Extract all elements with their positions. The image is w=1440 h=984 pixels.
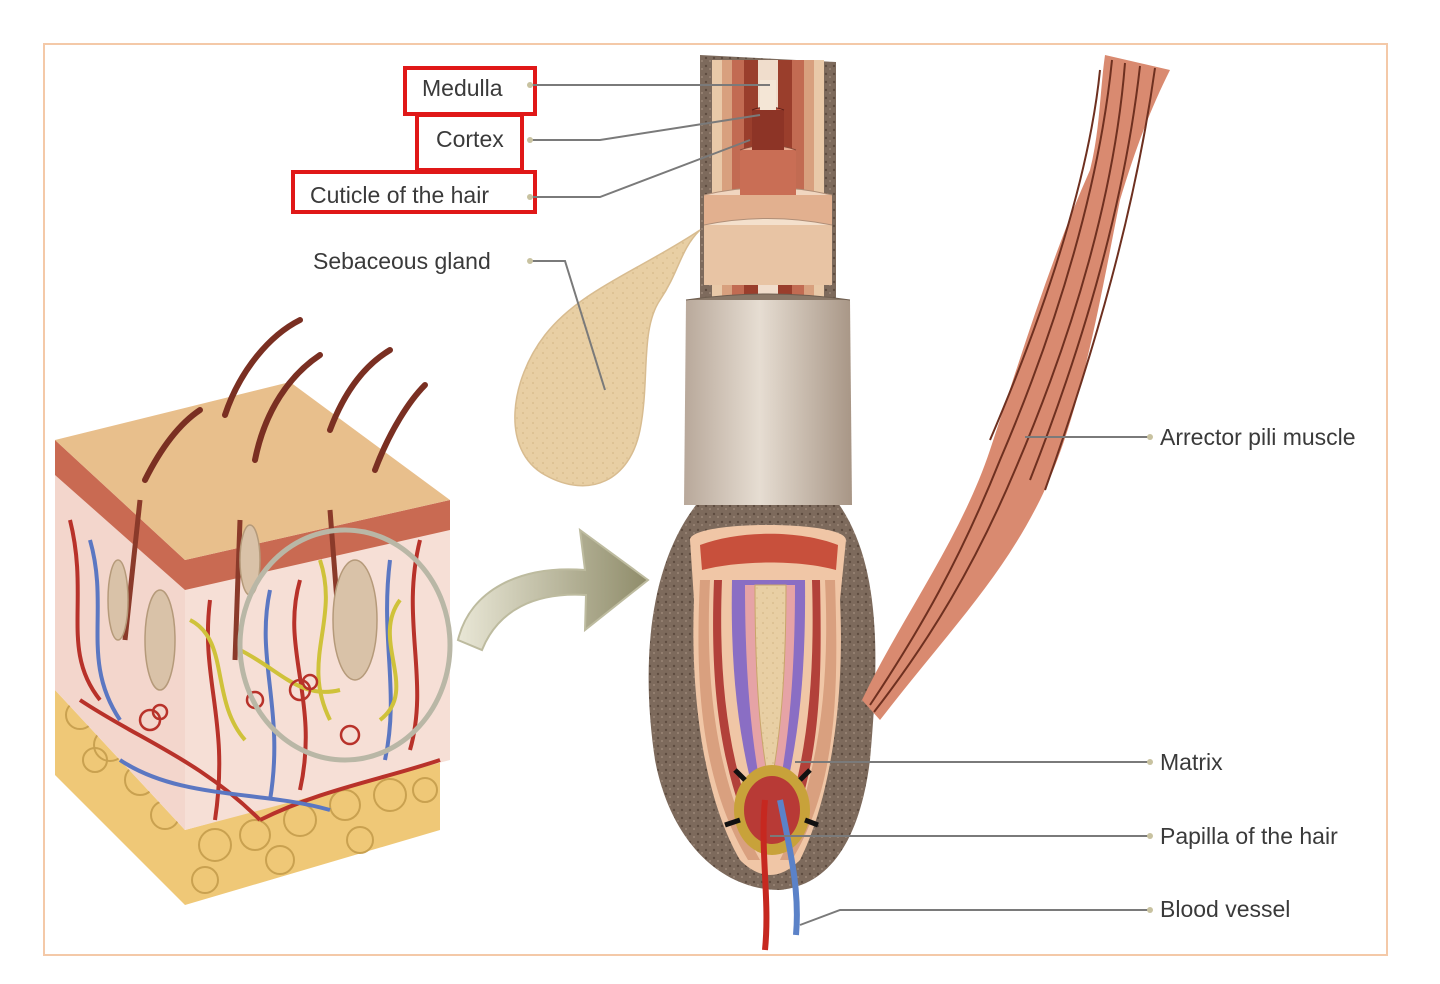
label-medulla: Medulla (422, 75, 503, 101)
label-sebaceous-gland: Sebaceous gland (313, 248, 491, 274)
label-cuticle: Cuticle of the hair (310, 182, 489, 208)
sebaceous-gland-shape (514, 229, 701, 487)
leader-cortex (530, 114, 761, 141)
cuticle-highlight-box (291, 170, 537, 214)
label-papilla: Papilla of the hair (1160, 823, 1338, 849)
zoom-arrow (456, 527, 650, 652)
label-blood-vessel: Blood vessel (1160, 896, 1290, 922)
magnify-circle (237, 527, 453, 763)
hair-follicle (648, 55, 876, 951)
leader-sebaceous (530, 260, 606, 391)
skin-surface (55, 382, 450, 560)
label-cortex: Cortex (436, 126, 504, 152)
arrector-pili-shape (862, 55, 1170, 720)
label-arrector-pili: Arrector pili muscle (1160, 424, 1356, 450)
leader-blood-vessel (799, 909, 1150, 926)
leader-cuticle (530, 139, 751, 198)
label-matrix: Matrix (1160, 749, 1223, 775)
skin-cross-section (55, 317, 453, 905)
